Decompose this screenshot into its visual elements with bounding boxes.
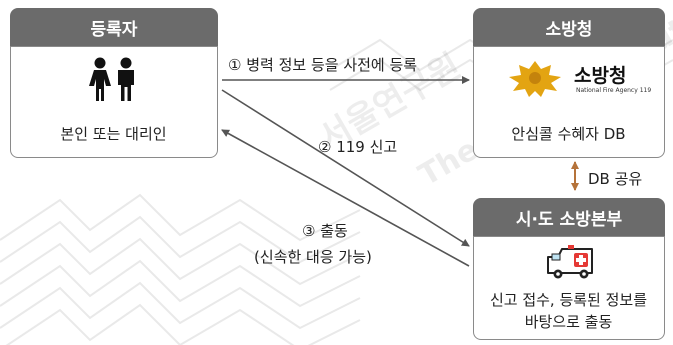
arrow-step3 [221,129,470,267]
step2-label: ② 119 신고 [318,138,398,156]
fire-agency-box: 소방청 National Fire Agency 119 안심콜 수혜자 DB [473,46,665,158]
fire-agency-label: 안심콜 수혜자 DB [511,125,626,143]
fire-agency-title: 소방청 [545,19,593,40]
registrant-title: 등록자 [90,19,138,40]
fire-agency-header: 소방청 [473,8,665,46]
fire-agency-logo-subtext: National Fire Agency 119 [576,87,652,94]
hq-label-line2: 바탕으로 출동 [524,313,613,331]
ambulance-icon [547,245,593,279]
hq-label-line1: 신고 접수, 등록된 정보를 [489,291,648,309]
step1-label: ① 병력 정보 등을 사전에 등록 [228,56,418,74]
arrow-step2 [221,89,470,247]
hq-title: 시·도 소방본부 [515,209,623,230]
registrant-header: 등록자 [10,8,218,46]
fire-agency-logo-text: 소방청 [574,65,627,87]
fire-agency-logo-icon [509,61,561,97]
people-icon [89,57,134,101]
hq-header: 시·도 소방본부 [473,198,665,236]
registrant-label: 본인 또는 대리인 [60,125,167,143]
step3-label: ③ 출동 [302,222,348,240]
hq-box: 신고 접수, 등록된 정보를 바탕으로 출동 [473,236,665,340]
db-share-label: DB 공유 [588,170,643,188]
step3-sublabel: (신속한 대응 가능) [254,248,372,266]
registrant-box: 본인 또는 대리인 [10,46,218,158]
